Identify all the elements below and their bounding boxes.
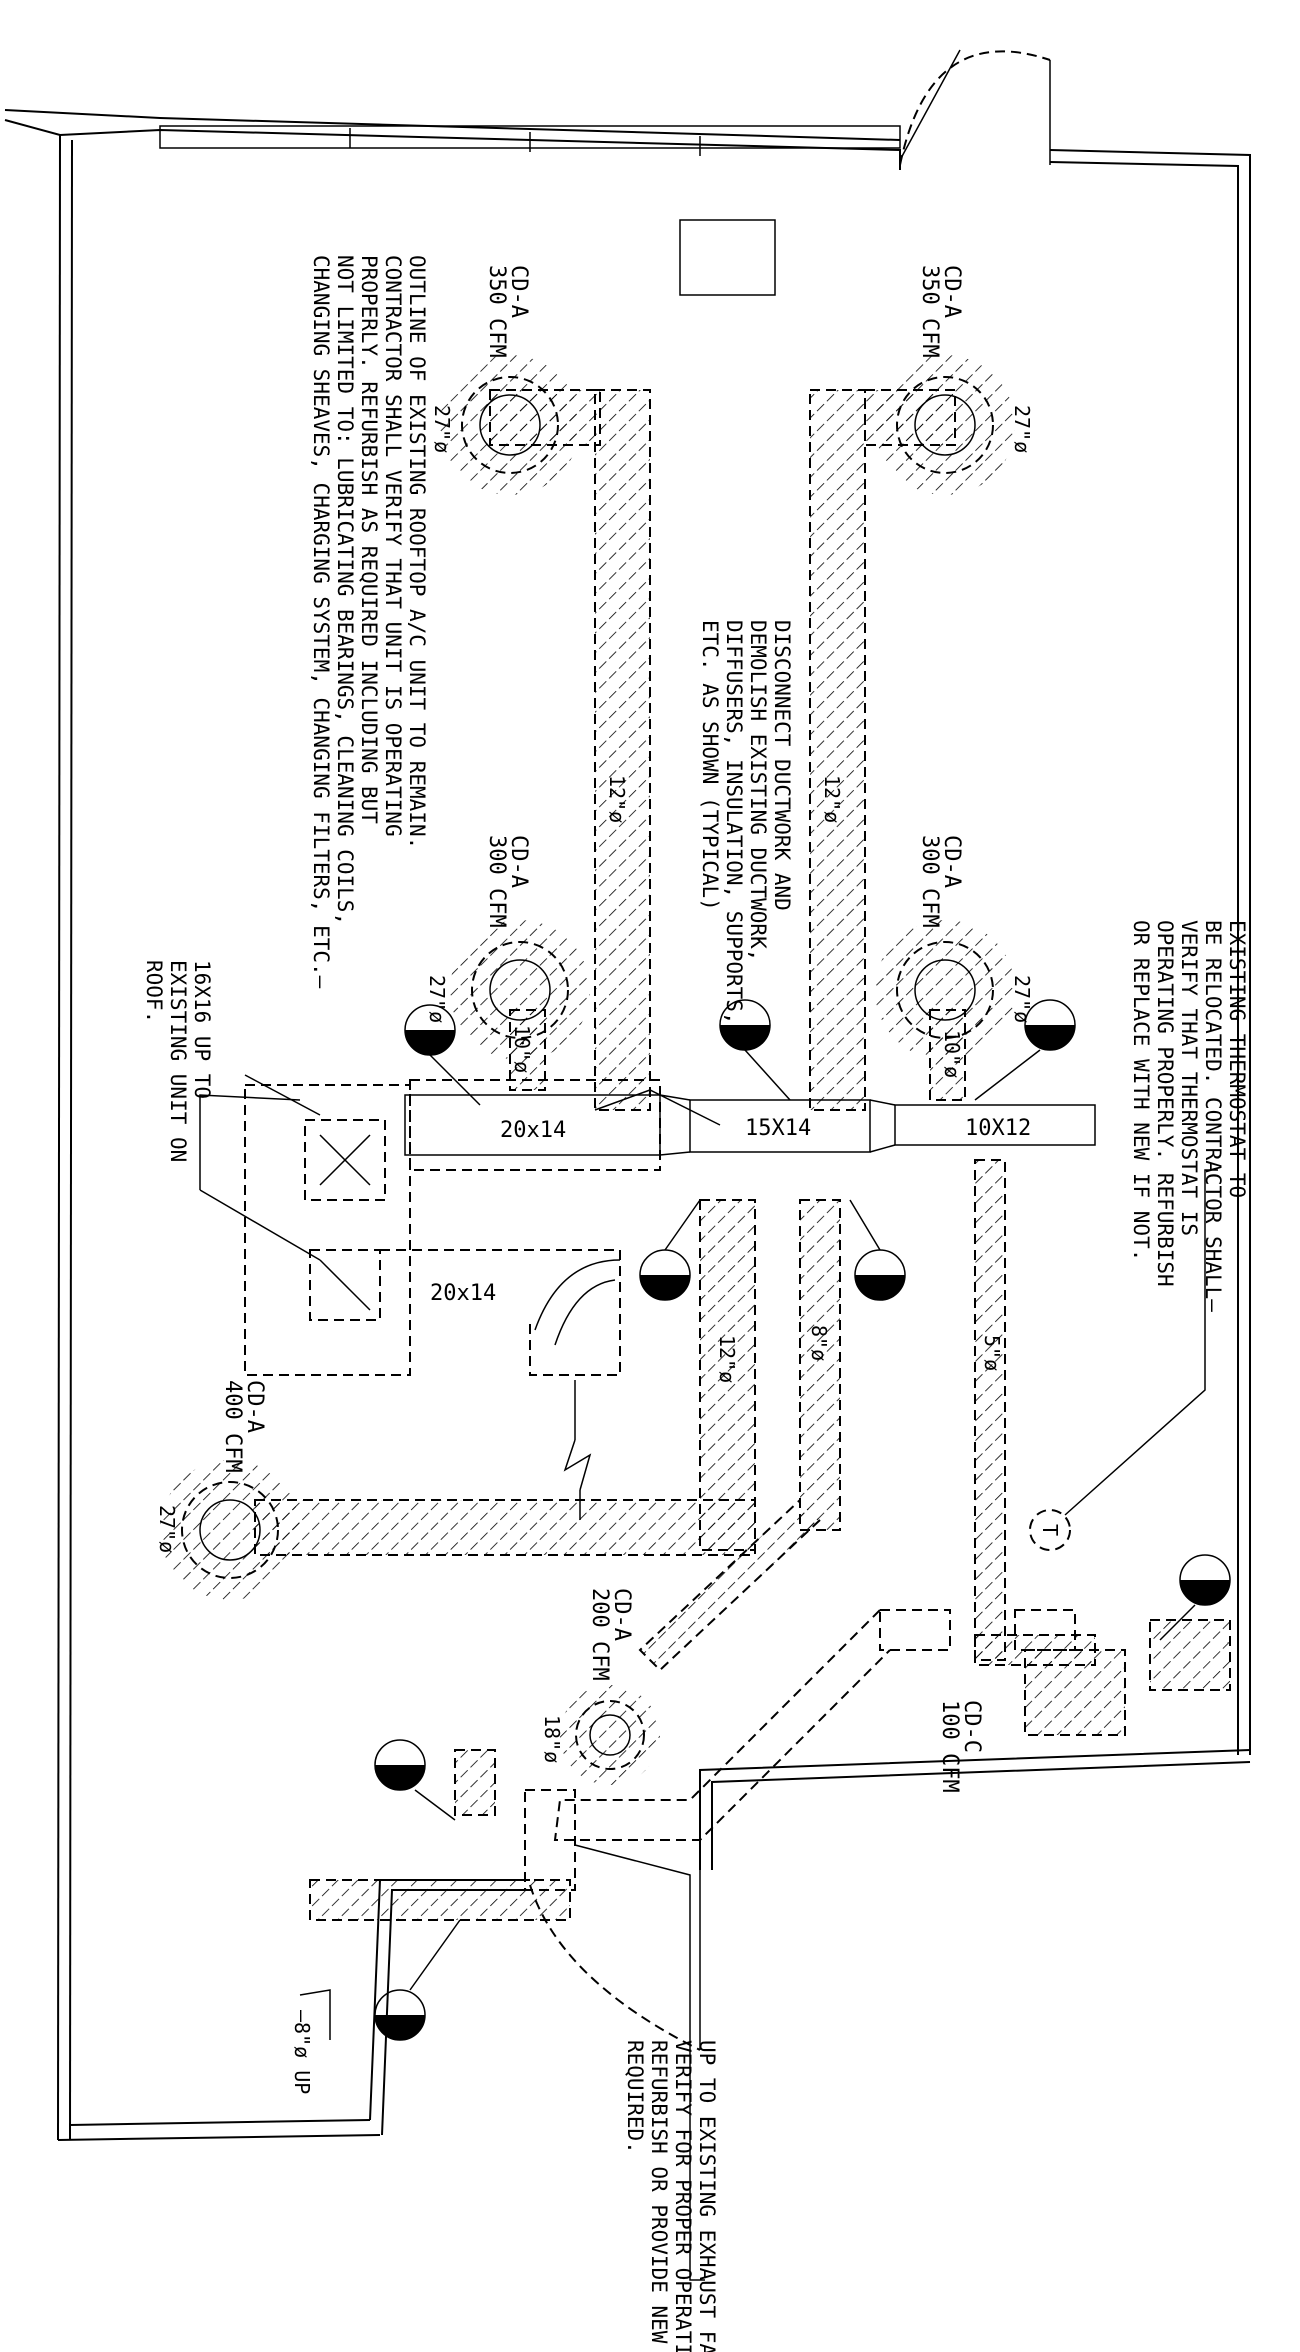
duct-branch-5 bbox=[974, 1159, 1006, 1661]
diffuser-cfm: 200 CFM bbox=[587, 1588, 612, 1681]
diffuser-neck: 27"ø bbox=[1010, 975, 1034, 1023]
note-line: CONTRACTOR SHALL VERIFY THAT UNIT IS OPE… bbox=[381, 255, 405, 837]
note-line: DISCONNECT DUCTWORK AND bbox=[770, 620, 794, 911]
duct-size-5: 5"ø bbox=[980, 1335, 1004, 1371]
rooftop-unit: 20x14 bbox=[244, 1084, 621, 1520]
demolition-symbol bbox=[374, 1739, 456, 1821]
note-line: VERIFY THAT THERMOSTAT IS bbox=[1177, 920, 1201, 1236]
note-line: ROOF. bbox=[142, 960, 166, 1023]
note-line: DIFFUSERS, INSULATION, SUPPORTS, bbox=[722, 620, 746, 1025]
note-line: NOT LIMITED TO: LUBRICATING BEARINGS, CL… bbox=[333, 255, 357, 925]
diffuser-lower-left bbox=[160, 1460, 300, 1600]
note-line: CHANGING SHEAVES, CHARGING SYSTEM, CHANG… bbox=[309, 255, 333, 989]
note-line: OPERATING PROPERLY. REFURBISH bbox=[1153, 920, 1177, 1287]
exhaust-up-leader bbox=[299, 1989, 331, 2040]
duct-size-12-lower: 12"ø bbox=[715, 1335, 739, 1383]
thermostat: T bbox=[1029, 1169, 1218, 1551]
demolition-symbol bbox=[974, 999, 1076, 1101]
diffuser-cfm: 400 CFM bbox=[220, 1380, 245, 1473]
diffuser-type: CD-A bbox=[939, 265, 964, 318]
note-line: OUTLINE OF EXISTING ROOFTOP A/C UNIT TO … bbox=[405, 255, 429, 849]
diffuser-cfm: 300 CFM bbox=[484, 835, 509, 928]
demolition-symbol bbox=[374, 1919, 461, 2041]
duct-branch-8 bbox=[799, 1199, 841, 1531]
diffuser-labels: CD-A 350 CFM 27"ø CD-A 350 CFM 27"ø CD-A… bbox=[155, 265, 1034, 1793]
note-line: OR REPLACE WITH NEW IF NOT. bbox=[1129, 920, 1153, 1261]
duct-size-labels: 12"ø 12"ø 12"ø 8"ø 5"ø —8"ø UP bbox=[290, 775, 1004, 2094]
note-line: ETC. AS SHOWN (TYPICAL) bbox=[698, 620, 722, 911]
note-line: 16X16 UP TO bbox=[190, 960, 214, 1099]
diffuser-neck: 27"ø bbox=[155, 1505, 179, 1553]
demolition-symbol bbox=[404, 1004, 481, 1106]
note-unit-connection: 16X16 UP TO EXISTING UNIT ON ROOF. bbox=[142, 960, 214, 1162]
diffuser-type: CD-A bbox=[609, 1588, 634, 1641]
diffuser-neck: 27"ø bbox=[1010, 405, 1034, 453]
diffuser-top-right bbox=[875, 355, 1015, 495]
rooftop-leader bbox=[244, 1074, 321, 1116]
disconnect-leader bbox=[594, 1089, 721, 1126]
diffuser-mid-right bbox=[875, 920, 1015, 1101]
diffuser-top-left bbox=[440, 355, 580, 495]
duct-label-20x14-return: 20x14 bbox=[430, 1281, 496, 1306]
main-trunk: 20x14 15X14 10X12 bbox=[404, 1079, 1096, 1171]
diffuser-mid-left bbox=[450, 920, 590, 1091]
note-line: UP TO EXISTING EXHAUST FAN. bbox=[695, 2040, 719, 2352]
diffuser-type: CD-A bbox=[242, 1380, 267, 1433]
note-thermostat: EXISTING THERMOSTAT TO BE RELOCATED. CON… bbox=[1129, 920, 1249, 1312]
diffuser-neck: 27"ø bbox=[425, 975, 449, 1023]
duct-size-12-left: 12"ø bbox=[605, 775, 629, 823]
duct-size-8: 8"ø bbox=[807, 1325, 831, 1361]
note-line: DEMOLISH EXISTING DUCTWORK, bbox=[746, 620, 770, 961]
diffuser-cfm: 100 CFM bbox=[937, 1700, 962, 1793]
demolition-symbol bbox=[1159, 1554, 1231, 1641]
duct-branch-left bbox=[594, 389, 651, 1111]
exhaust-up-label: —8"ø UP bbox=[290, 2010, 314, 2094]
duct-branch-lower bbox=[699, 1199, 756, 1551]
roof-opening bbox=[679, 219, 776, 296]
duct-label-20x14-main: 20x14 bbox=[500, 1118, 566, 1143]
note-exhaust-fan: UP TO EXISTING EXHAUST FAN. VERIFY FOR P… bbox=[623, 2040, 719, 2352]
diffuser-neck: 27"ø bbox=[430, 405, 454, 453]
duct-branch-right bbox=[809, 389, 866, 1111]
exhaust-leader bbox=[574, 1844, 705, 2281]
demolition-symbols bbox=[374, 999, 1231, 2041]
duct-size-12-right: 12"ø bbox=[820, 775, 844, 823]
diffuser-neck: 18"ø bbox=[540, 1715, 564, 1763]
demolition-symbol bbox=[849, 1199, 906, 1301]
building-walls bbox=[4, 109, 1251, 2141]
duct-label-10x12: 10X12 bbox=[965, 1116, 1031, 1141]
diffuser-cfm: 350 CFM bbox=[917, 265, 942, 358]
diffuser-type: CD-C bbox=[959, 1700, 984, 1753]
diffuser-type: CD-A bbox=[506, 835, 531, 888]
branch-size: 10"ø bbox=[940, 1030, 964, 1078]
ductwork bbox=[254, 389, 1231, 1921]
branch-size: 10"ø bbox=[510, 1025, 534, 1073]
diffuser-bottom-left bbox=[560, 1685, 660, 1785]
diffuser-type: CD-A bbox=[506, 265, 531, 318]
duct-label-15x14: 15X14 bbox=[745, 1116, 811, 1141]
note-line: REFURBISH OR PROVIDE NEW AS bbox=[647, 2040, 671, 2352]
note-line: PROPERLY. REFURBISH AS REQUIRED INCLUDIN… bbox=[357, 255, 381, 824]
demolition-symbol bbox=[639, 1199, 701, 1301]
note-disconnect: DISCONNECT DUCTWORK AND DEMOLISH EXISTIN… bbox=[698, 620, 794, 1025]
note-line: EXISTING THERMOSTAT TO bbox=[1225, 920, 1249, 1198]
diffuser-cfm: 300 CFM bbox=[917, 835, 942, 928]
note-rooftop-unit: OUTLINE OF EXISTING ROOFTOP A/C UNIT TO … bbox=[309, 255, 429, 989]
thermostat-symbol: T bbox=[1038, 1524, 1062, 1536]
note-line: REQUIRED. bbox=[623, 2040, 647, 2154]
demolition-symbol bbox=[719, 999, 791, 1101]
note-line: VERIFY FOR PROPER OPERATION. bbox=[671, 2040, 695, 2352]
note-line: EXISTING UNIT ON bbox=[166, 960, 190, 1162]
diffuser-cfm: 350 CFM bbox=[484, 265, 509, 358]
diffuser-type: CD-A bbox=[939, 835, 964, 888]
unit-leader bbox=[199, 1094, 301, 1190]
note-line: BE RELOCATED. CONTRACTOR SHALL— bbox=[1201, 920, 1225, 1312]
